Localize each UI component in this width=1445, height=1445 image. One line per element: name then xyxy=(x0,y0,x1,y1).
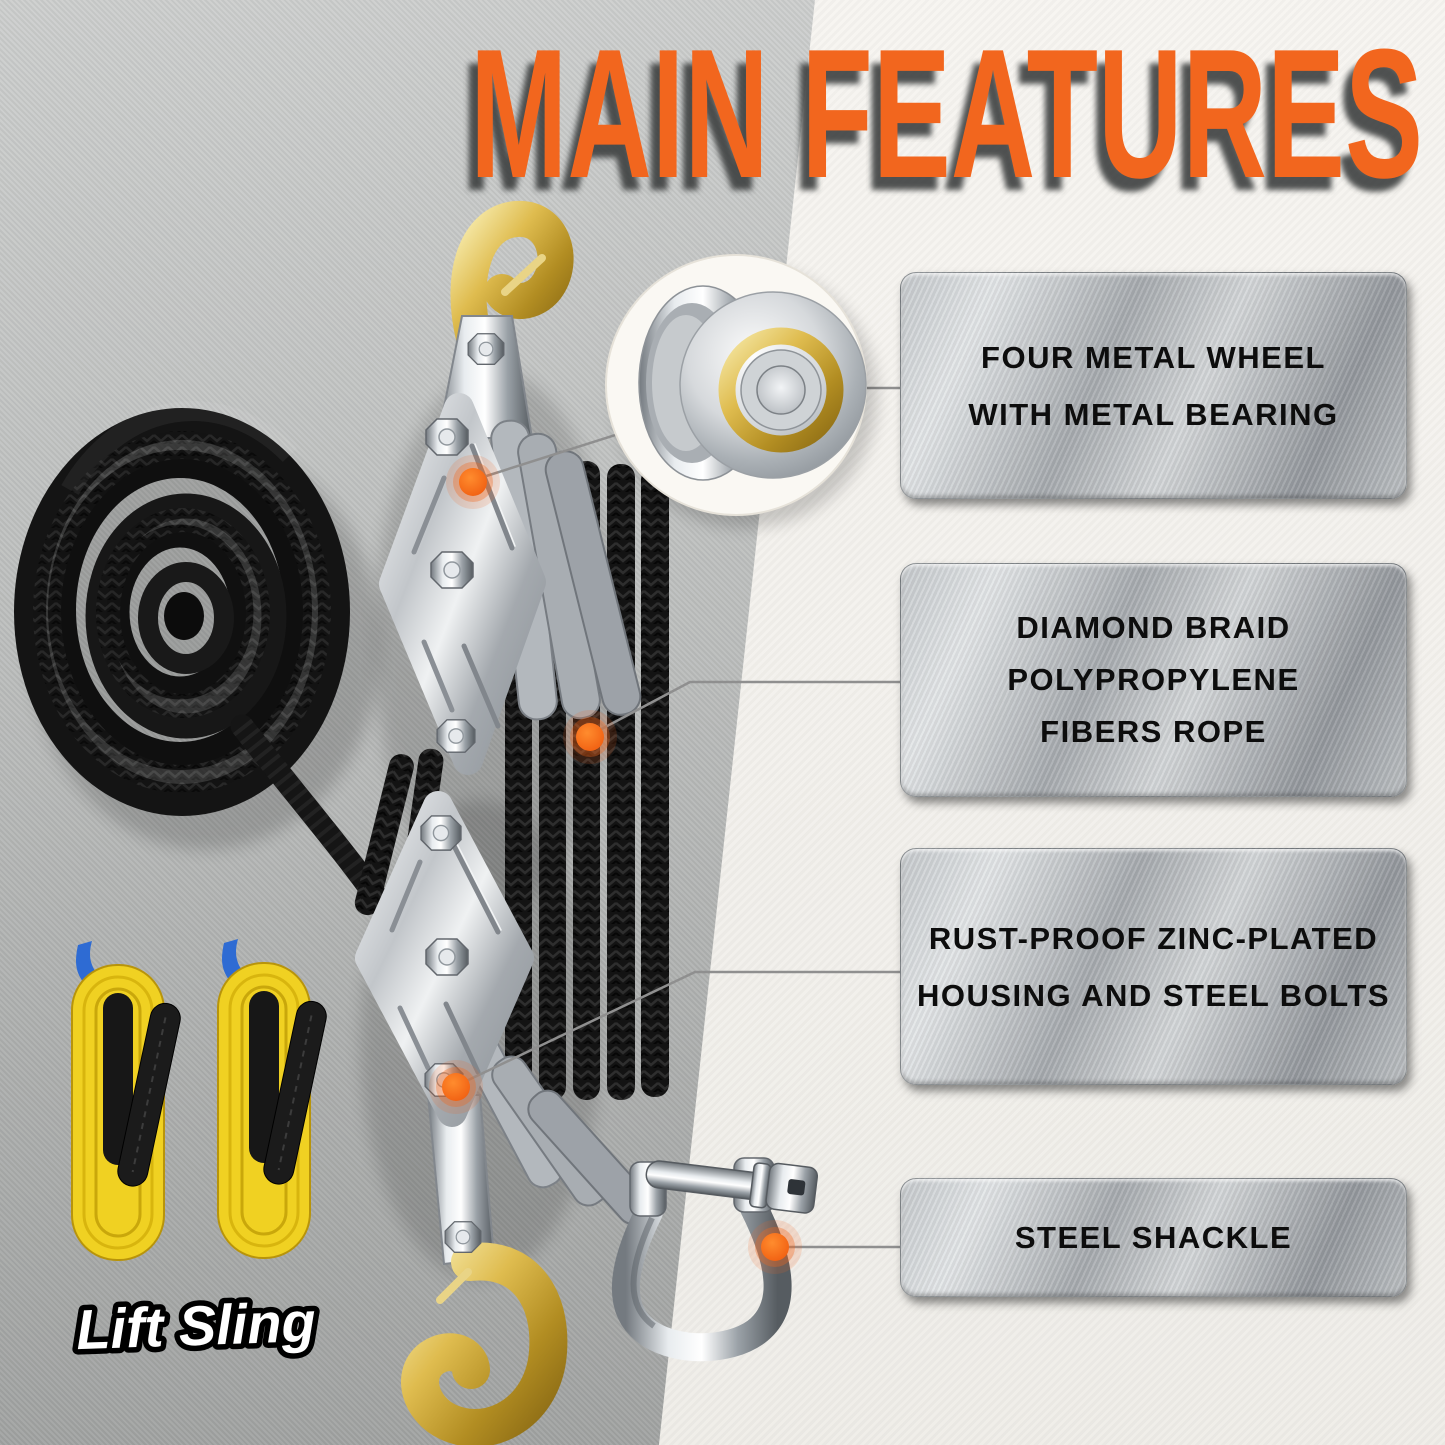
callout-line-rope xyxy=(593,680,900,735)
callout-line-housing xyxy=(461,970,900,1085)
lift-sling-right xyxy=(217,939,327,1259)
feature-plate-rope: DIAMOND BRAID POLYPROPYLENE FIBERS ROPE xyxy=(900,563,1407,797)
page-title: MAIN FEATURES xyxy=(470,10,1423,216)
shackle-pin xyxy=(645,1160,819,1214)
callout-dot-housing xyxy=(429,1060,483,1114)
feature-text: DIAMOND BRAID xyxy=(1016,610,1291,645)
pulley-block-upper xyxy=(379,201,642,775)
feature-text: WITH METAL BEARING xyxy=(968,396,1339,432)
feature-text: HOUSING AND STEEL BOLTS xyxy=(916,977,1391,1013)
gold-hook-bottom xyxy=(401,1242,568,1445)
steel-shackle-image xyxy=(611,1157,819,1362)
feature-plate-shackle: STEEL SHACKLE xyxy=(900,1178,1407,1297)
feature-plate-wheel: FOUR METAL WHEEL WITH METAL BEARING xyxy=(900,272,1407,499)
callout-dot-rope xyxy=(563,710,617,764)
callout-dot-shackle xyxy=(748,1220,802,1274)
feature-text: FOUR METAL WHEEL xyxy=(981,339,1326,375)
feature-text: RUST-PROOF ZINC-PLATED xyxy=(928,920,1379,956)
gold-hook-top xyxy=(450,201,574,356)
page-title-shadow: MAIN FEATURES xyxy=(461,23,1414,229)
lift-sling-caption: Lift Sling xyxy=(75,1290,317,1361)
feature-plate-housing: RUST-PROOF ZINC-PLATED HOUSING AND STEEL… xyxy=(900,848,1407,1085)
callout-dot-wheel xyxy=(446,455,500,509)
feature-text: FIBERS ROPE xyxy=(1040,714,1267,749)
feature-text: STEEL SHACKLE xyxy=(1014,1220,1293,1255)
wheel-axle-hole xyxy=(756,365,806,415)
rope-coil-image xyxy=(14,401,404,934)
wheel-bearing-ring xyxy=(718,327,844,453)
pulley-wheel-inset xyxy=(605,254,877,528)
lift-sling-left xyxy=(71,941,181,1261)
feature-text: POLYPROPYLENE xyxy=(1007,662,1300,697)
